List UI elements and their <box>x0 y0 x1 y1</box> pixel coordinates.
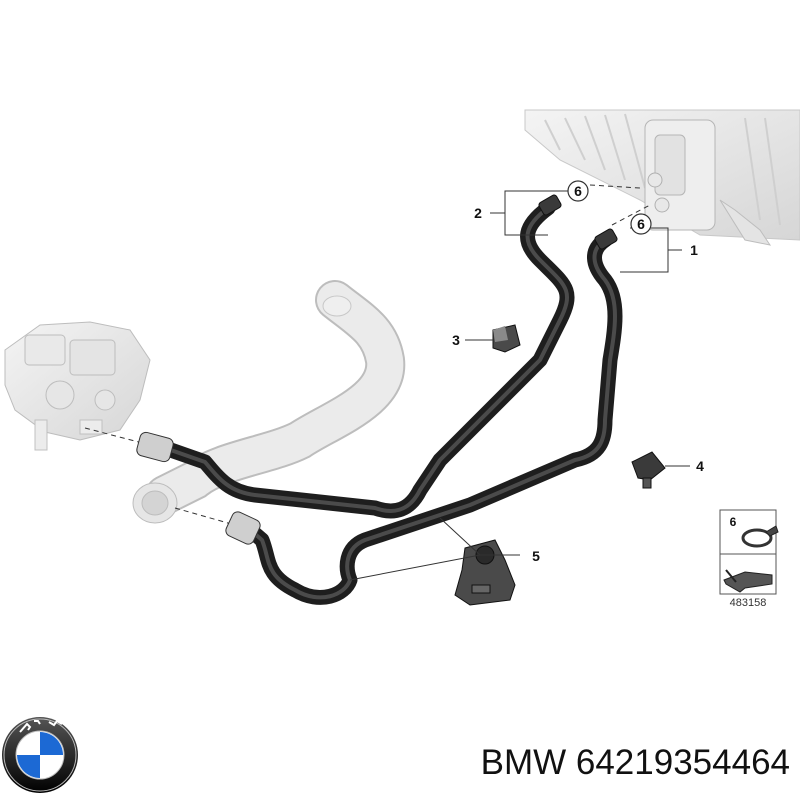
callout-3: 3 <box>452 332 460 348</box>
rubber-mount-3 <box>492 324 521 353</box>
callout-5: 5 <box>532 548 540 564</box>
legend-clip-number: 6 <box>730 515 737 529</box>
holder-4 <box>631 451 666 489</box>
callout-labels: 6 6 2 1 3 4 5 <box>452 180 704 564</box>
callout-leaders <box>349 190 690 581</box>
legend-box: 6 483158 <box>719 509 779 609</box>
callout-6a: 6 <box>574 183 582 199</box>
bracket-5 <box>454 539 516 606</box>
brand-name: BMW <box>480 743 567 782</box>
diagram-ref-code: 483158 <box>730 597 767 609</box>
part-caption: BMW 64219354464 <box>410 738 790 788</box>
callout-1: 1 <box>690 242 698 258</box>
bmw-logo-icon <box>2 717 78 793</box>
callout-2: 2 <box>474 205 482 221</box>
callout-6b: 6 <box>637 216 645 232</box>
part-number: 64219354464 <box>575 743 790 782</box>
hose-2 <box>136 194 575 519</box>
hose-1 <box>225 228 623 605</box>
callout-circle-6a <box>567 180 589 202</box>
hose-clamp-icon <box>741 528 773 548</box>
engine-block-ghost <box>4 321 151 451</box>
radiator-ghost <box>524 109 800 246</box>
ghost-hose <box>132 280 406 524</box>
part-shape-icon <box>723 571 773 593</box>
callout-circle-6b <box>630 213 652 235</box>
callout-4: 4 <box>696 458 704 474</box>
